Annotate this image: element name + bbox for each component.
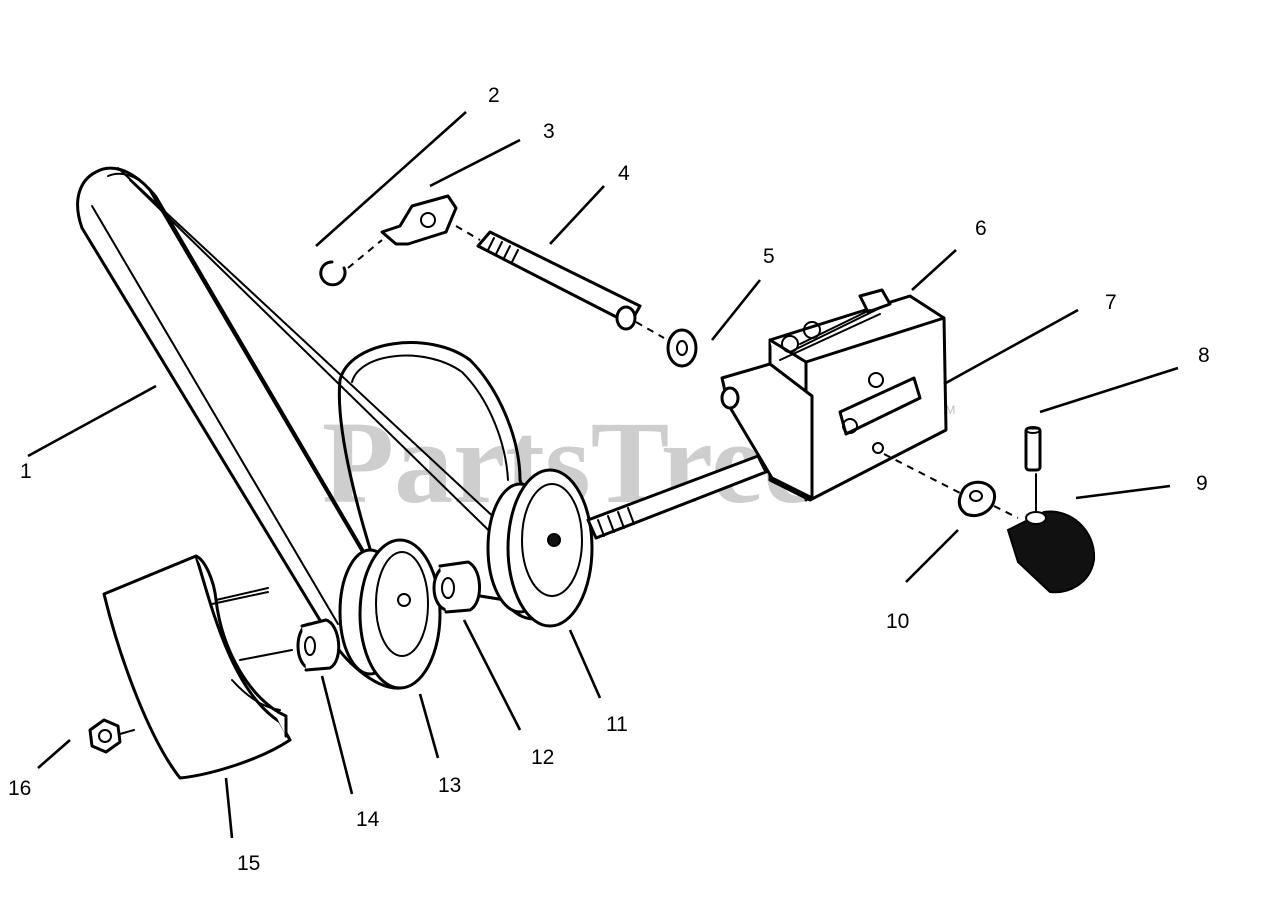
callout-labels: 1 2 3 4 5 6 7 8 9 10 11 12 13 14 15 16 xyxy=(8,84,1210,875)
callout-6: 6 xyxy=(975,217,987,240)
part-washer-10[interactable] xyxy=(883,453,1019,519)
leader-lines xyxy=(27,111,1179,839)
part-housing-6[interactable] xyxy=(720,288,948,502)
callout-13: 13 xyxy=(438,774,461,797)
callout-9: 9 xyxy=(1196,472,1208,495)
part-nut-16[interactable] xyxy=(88,718,135,754)
part-rod-4[interactable] xyxy=(455,225,665,339)
callout-3: 3 xyxy=(543,120,555,143)
callout-8: 8 xyxy=(1198,344,1210,367)
callout-15: 15 xyxy=(237,852,260,875)
callout-11: 11 xyxy=(606,713,628,736)
part-pin-8[interactable] xyxy=(1024,426,1042,472)
part-shafts xyxy=(211,454,768,605)
part-belt-guard-15[interactable] xyxy=(102,554,293,780)
part-spacer-14[interactable] xyxy=(296,618,341,672)
part-clip-2[interactable] xyxy=(319,260,347,287)
part-pulley-13[interactable] xyxy=(338,538,442,690)
part-knob-9[interactable] xyxy=(1006,473,1096,594)
callout-2: 2 xyxy=(488,84,500,107)
callout-12: 12 xyxy=(531,746,554,769)
callout-1: 1 xyxy=(20,460,32,483)
callout-10: 10 xyxy=(886,610,909,633)
part-pulley-11[interactable] xyxy=(486,468,594,628)
part-plate-7[interactable] xyxy=(838,376,922,436)
part-yoke-3[interactable] xyxy=(347,194,458,269)
callout-7: 7 xyxy=(1105,291,1117,314)
callout-4: 4 xyxy=(618,162,630,185)
callout-14: 14 xyxy=(356,808,380,831)
part-spacer-12[interactable] xyxy=(432,560,482,614)
callout-16: 16 xyxy=(8,777,31,800)
part-washer-5[interactable] xyxy=(666,328,698,368)
callout-5: 5 xyxy=(763,245,775,268)
